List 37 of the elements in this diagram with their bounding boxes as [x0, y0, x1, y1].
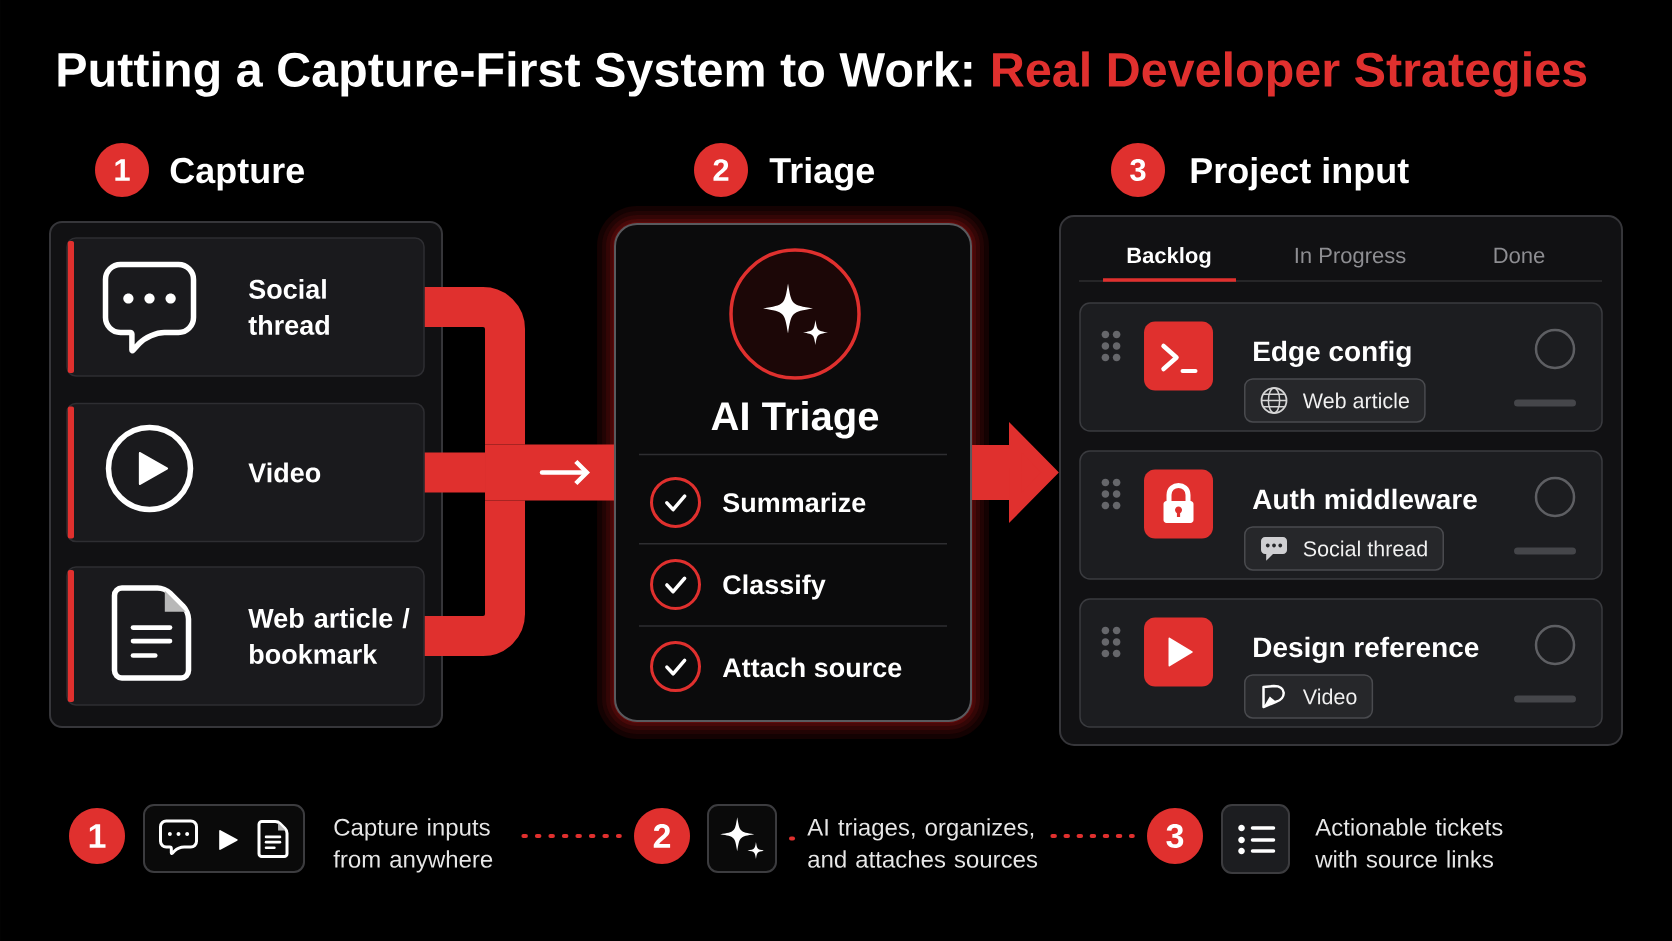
dotted-line [521, 834, 622, 838]
icon-box [707, 804, 777, 873]
connector [485, 444, 614, 501]
icon-box [1221, 804, 1290, 874]
title: Putting a Capture-First System to Work: [58, 51, 972, 97]
source-card: Video [66, 402, 425, 543]
source-chip: Social thread [1244, 526, 1444, 571]
step-badge: 2 [694, 143, 748, 197]
step-description: AI triages, organizes, and attaches sources [807, 818, 1038, 868]
step-description: Actionable tickets with source links [1315, 818, 1503, 868]
checklist-item: Classify [723, 574, 826, 600]
tab-label: Done [1494, 247, 1545, 264]
step-badge: 3 [1147, 808, 1203, 864]
step-badge: 1 [69, 808, 125, 864]
connector [424, 500, 525, 656]
step-heading: Triage [769, 156, 875, 191]
tab-label: Backlog [1127, 247, 1211, 268]
step-heading: Project input [1191, 156, 1409, 191]
step-heading: Capture [170, 157, 304, 191]
connector [424, 287, 525, 445]
icon-box [143, 804, 305, 873]
panel-title: AI Triage [711, 401, 879, 439]
checklist-item: Attach source [722, 657, 902, 678]
source-card: Social thread [66, 237, 425, 377]
step-badge: 3 [1111, 143, 1165, 197]
step-badge: 1 [95, 143, 149, 197]
tab-label: In Progress [1295, 247, 1406, 268]
step-badge: 2 [634, 808, 690, 864]
checklist-item: Summarize [723, 492, 866, 513]
source-chip: Web article [1244, 378, 1426, 423]
source-chip: Video [1244, 674, 1374, 719]
title-highlight: Real Developer Strategies [993, 51, 1587, 97]
step-description: Capture inputs from anywhere [333, 818, 493, 873]
connector [424, 452, 485, 493]
dotted-line [789, 836, 795, 841]
source-card: Web article / bookmark [66, 566, 425, 706]
dotted-line [1050, 834, 1135, 838]
